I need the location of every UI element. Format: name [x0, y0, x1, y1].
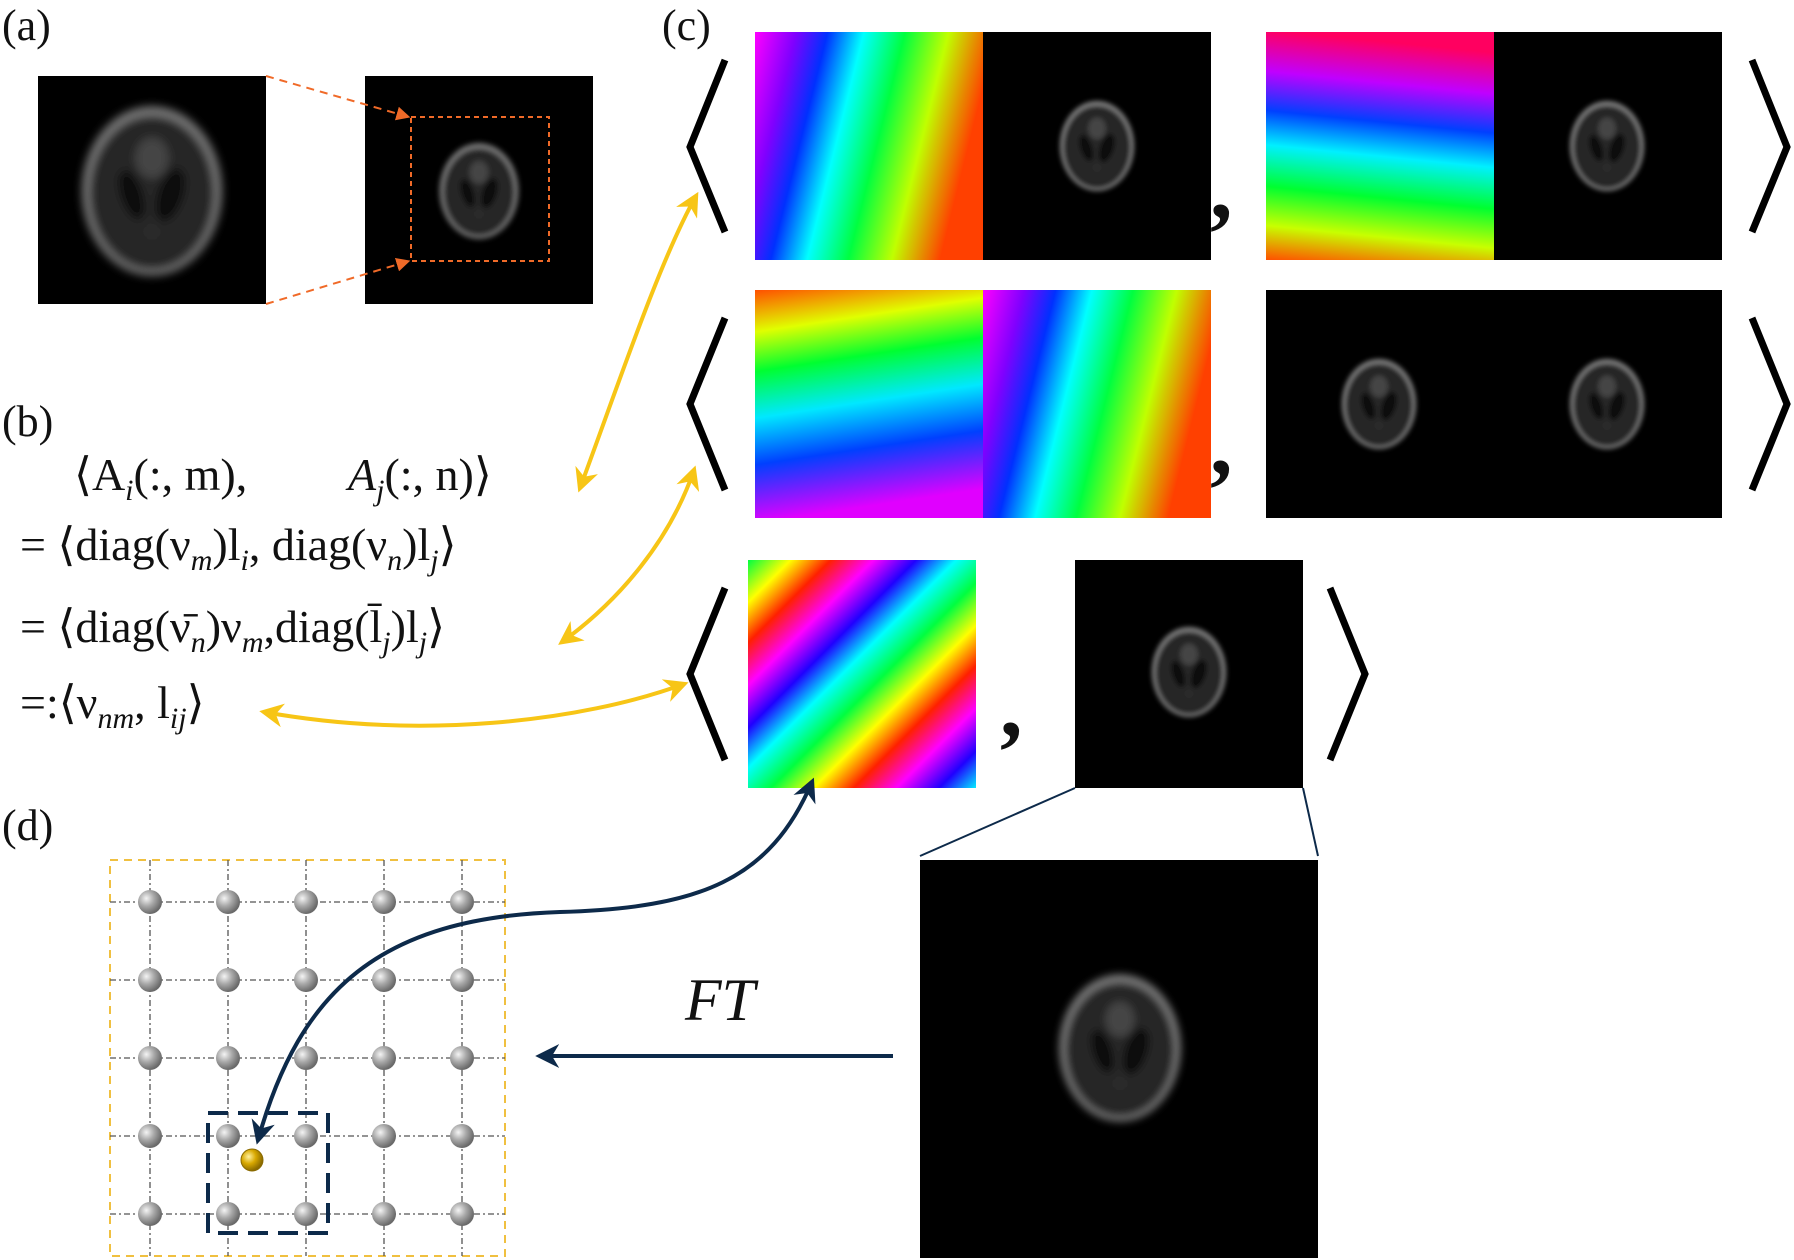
lattice-node: [450, 1046, 474, 1070]
zoom-line-right: [1303, 788, 1318, 856]
panel-label-b: (b): [2, 397, 53, 446]
lattice-node: [294, 1124, 318, 1148]
lattice-node: [372, 968, 396, 992]
lattice-node: [372, 1202, 396, 1226]
panel-b-equations: ⟨Ai(:, m), Aj(:, n)⟩ = ⟨diag(νm)li, diag…: [20, 449, 492, 735]
arrow-line4-to-row3: [264, 684, 684, 726]
bracket-left-row3: [690, 588, 725, 760]
arrow-line3-to-row2: [562, 470, 694, 642]
arrow-line1-to-row1: [580, 196, 696, 488]
phase-image-1b: [1266, 32, 1494, 260]
lattice-node: [372, 890, 396, 914]
panel-c: , , ,: [690, 32, 1787, 1258]
panel-label-a: (a): [2, 1, 51, 50]
panel-label-c: (c): [662, 1, 711, 50]
bracket-right-row1: [1752, 60, 1787, 232]
phantom-1a: [1060, 101, 1134, 191]
phantom-2b: [1570, 359, 1644, 449]
highlighted-lattice-node: [241, 1149, 263, 1171]
bracket-right-row2: [1752, 318, 1787, 490]
panel-label-d: (d): [2, 801, 53, 850]
phantom-1b: [1570, 101, 1644, 191]
lattice-node: [138, 890, 162, 914]
lattice-node: [216, 1202, 240, 1226]
lattice-node: [450, 968, 474, 992]
comma-row2: ,: [1210, 395, 1233, 494]
lattice-node: [294, 968, 318, 992]
phase-image-1a: [755, 32, 983, 260]
comma-row1: ,: [1210, 139, 1233, 238]
bracket-left-row1: [690, 60, 725, 232]
phantom-large: [82, 106, 222, 275]
equation-line-1-right: Aj(:, n)⟩: [345, 449, 492, 507]
bracket-right-row3: [1330, 588, 1365, 760]
lattice-node: [138, 1124, 162, 1148]
panel-a: [38, 76, 593, 304]
ft-label: FT: [684, 967, 759, 1033]
lattice-node: [450, 890, 474, 914]
phantom-block-2: [1266, 290, 1722, 518]
lattice-node: [216, 968, 240, 992]
lattice-node: [372, 1124, 396, 1148]
equation-line-3: = ⟨diag(ν̄n)νm,diag(l̄j)lj⟩: [20, 601, 445, 659]
phase-image-2a: [755, 290, 983, 518]
equation-line-2: = ⟨diag(νm)li, diag(νn)lj⟩: [20, 519, 457, 577]
lattice-node: [216, 1124, 240, 1148]
phantom-2a: [1342, 359, 1416, 449]
lattice-node: [294, 1046, 318, 1070]
lattice-node: [138, 1202, 162, 1226]
bracket-left-row2: [690, 318, 725, 490]
lattice-node: [372, 1046, 396, 1070]
lattice-node: [294, 890, 318, 914]
phase-image-3: [748, 560, 976, 788]
phase-image-2b: [983, 290, 1211, 518]
lattice-node: [216, 890, 240, 914]
lattice-node: [294, 1202, 318, 1226]
equation-line-1: ⟨Ai(:, m),: [74, 449, 247, 507]
panel-d-lattice: [110, 860, 505, 1256]
ft-arrow: FT: [540, 967, 893, 1056]
lattice-node: [138, 968, 162, 992]
lattice-node: [450, 1202, 474, 1226]
equation-line-4: =:⟨νnm, lij⟩: [20, 677, 205, 735]
phantom-3: [1152, 627, 1226, 717]
zoom-line-left: [920, 788, 1075, 856]
comma-row3: ,: [1000, 657, 1023, 756]
lattice-node: [216, 1046, 240, 1070]
navy-curved-arrow: [258, 782, 812, 1140]
phantom-enlarged: [1059, 974, 1181, 1121]
lattice-node: [138, 1046, 162, 1070]
lattice-node: [450, 1124, 474, 1148]
phantom-small: [439, 143, 518, 239]
